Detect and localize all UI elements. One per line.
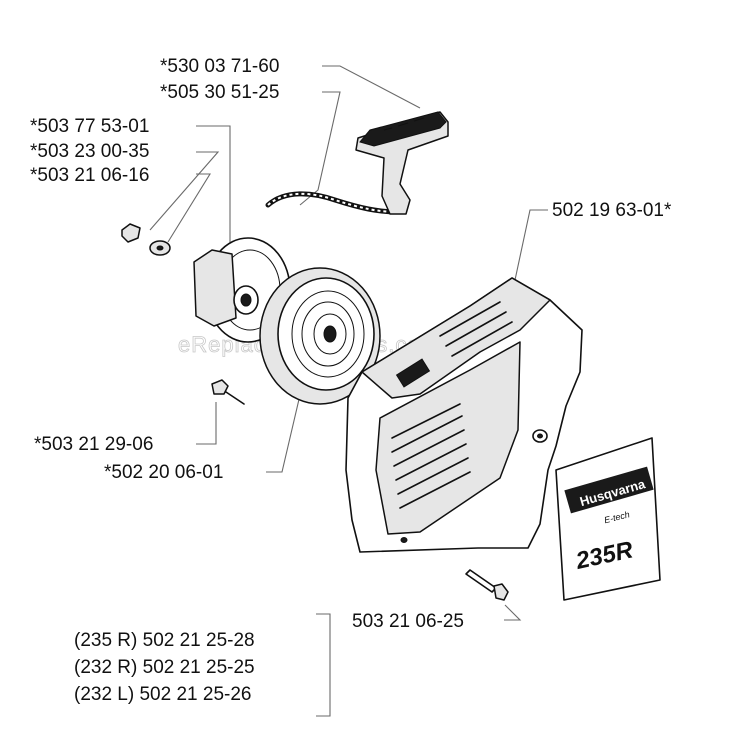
leader-spring bbox=[266, 394, 301, 473]
small-screw-shank bbox=[225, 391, 245, 405]
leader-pulley-a bbox=[196, 125, 231, 250]
vent-slot-4 bbox=[395, 443, 467, 481]
handle-rib-3 bbox=[413, 117, 425, 122]
starter-cord-pattern bbox=[267, 192, 399, 213]
starter-handle-top bbox=[359, 111, 447, 147]
leader-screw-small bbox=[196, 402, 217, 445]
vent-slot-9 bbox=[451, 321, 513, 357]
vent-slot-6 bbox=[399, 471, 471, 509]
label-decal-232l: (232 L) 502 21 25-26 bbox=[74, 684, 251, 705]
label-cover: 502 19 63-01* bbox=[552, 200, 672, 221]
pulley-hub bbox=[193, 249, 237, 327]
spring-coil-3 bbox=[313, 313, 347, 355]
cover-bottom-hole bbox=[400, 537, 408, 543]
label-decal-232r: (232 R) 502 21 25-25 bbox=[74, 657, 255, 678]
vent-slot-3 bbox=[393, 429, 465, 467]
starter-cover bbox=[345, 277, 583, 553]
leader-pulley-c bbox=[167, 173, 211, 243]
spring-coil-1 bbox=[291, 290, 365, 378]
leader-handle-b bbox=[299, 91, 341, 206]
spring-coil-2 bbox=[301, 301, 355, 367]
handle-rib-1 bbox=[383, 127, 393, 131]
decal-235r: Husqvarna E-tech 235R bbox=[555, 437, 661, 601]
decal-brand-band bbox=[564, 466, 654, 514]
spring-housing bbox=[259, 267, 381, 405]
label-handle-a: *530 03 71-60 bbox=[160, 56, 279, 77]
label-pulley-c: *503 21 06-16 bbox=[30, 165, 149, 186]
label-spring: *502 20 06-01 bbox=[104, 462, 223, 483]
leader-lines bbox=[149, 65, 548, 717]
starter-handle-with-cord bbox=[265, 111, 449, 215]
pulley-screw bbox=[121, 223, 141, 243]
cover-vent-handle-pocket bbox=[395, 358, 431, 388]
vent-slot-2 bbox=[391, 415, 463, 453]
vent-slot-7 bbox=[439, 301, 501, 337]
leader-cover bbox=[514, 209, 548, 281]
small-screw bbox=[211, 379, 245, 405]
pulley-washer-hole bbox=[156, 245, 164, 251]
leader-handle-a bbox=[322, 65, 421, 109]
cover-screw-head bbox=[493, 583, 509, 601]
cover-screw bbox=[465, 569, 509, 601]
label-handle-b: *505 30 51-25 bbox=[160, 82, 279, 103]
leader-pulley-b bbox=[149, 151, 220, 231]
pulley-screw-and-washer bbox=[121, 223, 171, 256]
label-screw-small: *503 21 29-06 bbox=[34, 434, 153, 455]
starter-cord bbox=[265, 191, 401, 215]
leader-decal bbox=[316, 613, 331, 717]
vent-slot-8 bbox=[445, 311, 507, 347]
label-screw-cover: 503 21 06-25 bbox=[352, 611, 464, 632]
leader-screw-cover bbox=[504, 604, 522, 621]
label-decal-235r: (235 R) 502 21 25-28 bbox=[74, 630, 255, 651]
cover-screw-shank bbox=[465, 569, 497, 593]
cover-mount-hole-center bbox=[537, 433, 543, 439]
part-labels: *530 03 71-60 *505 30 51-25 *503 77 53-0… bbox=[30, 56, 672, 705]
label-pulley-a: *503 77 53-01 bbox=[30, 116, 149, 137]
spring-center bbox=[323, 325, 337, 343]
vent-slot-5 bbox=[397, 457, 469, 495]
cover-vent-slots bbox=[391, 301, 513, 509]
label-pulley-b: *503 23 00-35 bbox=[30, 141, 149, 162]
vent-slot-1 bbox=[391, 403, 461, 439]
small-screw-head bbox=[211, 379, 229, 395]
handle-rib-2 bbox=[397, 122, 409, 127]
pulley-center-hole bbox=[240, 293, 252, 307]
